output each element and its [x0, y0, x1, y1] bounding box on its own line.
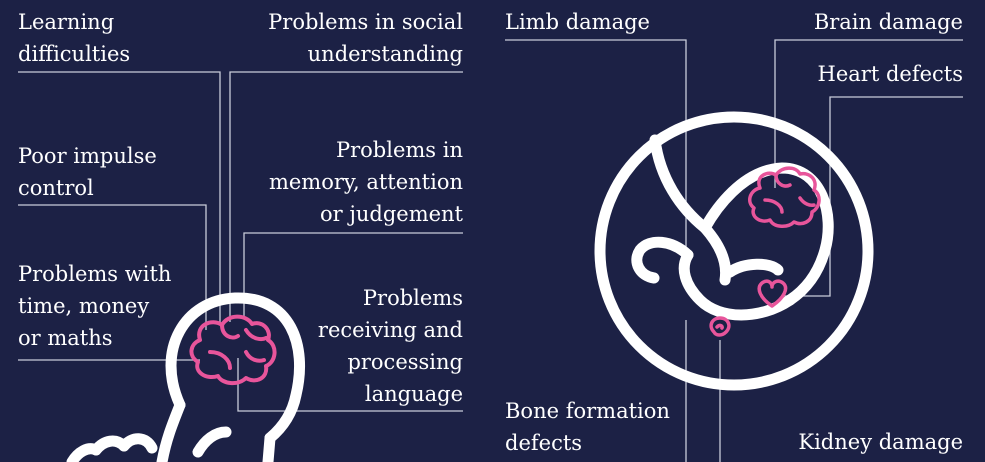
leader-heart	[784, 96, 963, 297]
leader-social	[229, 71, 463, 322]
brain-icon-left	[189, 314, 277, 385]
label-time-money-maths: Problems with time, money or maths	[18, 262, 172, 350]
label-heart-defects: Heart defects	[817, 62, 963, 86]
baby-head-icon	[66, 292, 305, 462]
label-learning-difficulties: Learning difficulties	[18, 10, 131, 66]
kidney-icon	[709, 316, 731, 337]
label-kidney-damage: Kidney damage	[798, 430, 963, 454]
leader-brain	[774, 39, 963, 188]
leader-learning	[18, 71, 221, 322]
leader-language	[237, 358, 463, 412]
label-brain-damage: Brain damage	[813, 10, 963, 34]
heart-icon	[757, 279, 788, 308]
label-limb-damage: Limb damage	[505, 10, 650, 34]
leader-limb	[505, 39, 687, 248]
leader-memory	[243, 232, 463, 318]
label-social-understanding: Problems in social understanding	[268, 10, 463, 66]
leader-lines-body	[505, 39, 963, 462]
fetus-in-womb-icon	[594, 111, 874, 391]
leader-lines-brain	[18, 71, 463, 412]
label-bone-formation: Bone formation defects	[505, 399, 670, 455]
leader-impulse	[18, 204, 207, 330]
label-language: Problems receiving and processing langua…	[317, 286, 463, 406]
brain-icon-right	[748, 166, 821, 228]
label-impulse-control: Poor impulse control	[18, 144, 157, 200]
label-memory-attention: Problems in memory, attention or judgeme…	[268, 138, 463, 226]
